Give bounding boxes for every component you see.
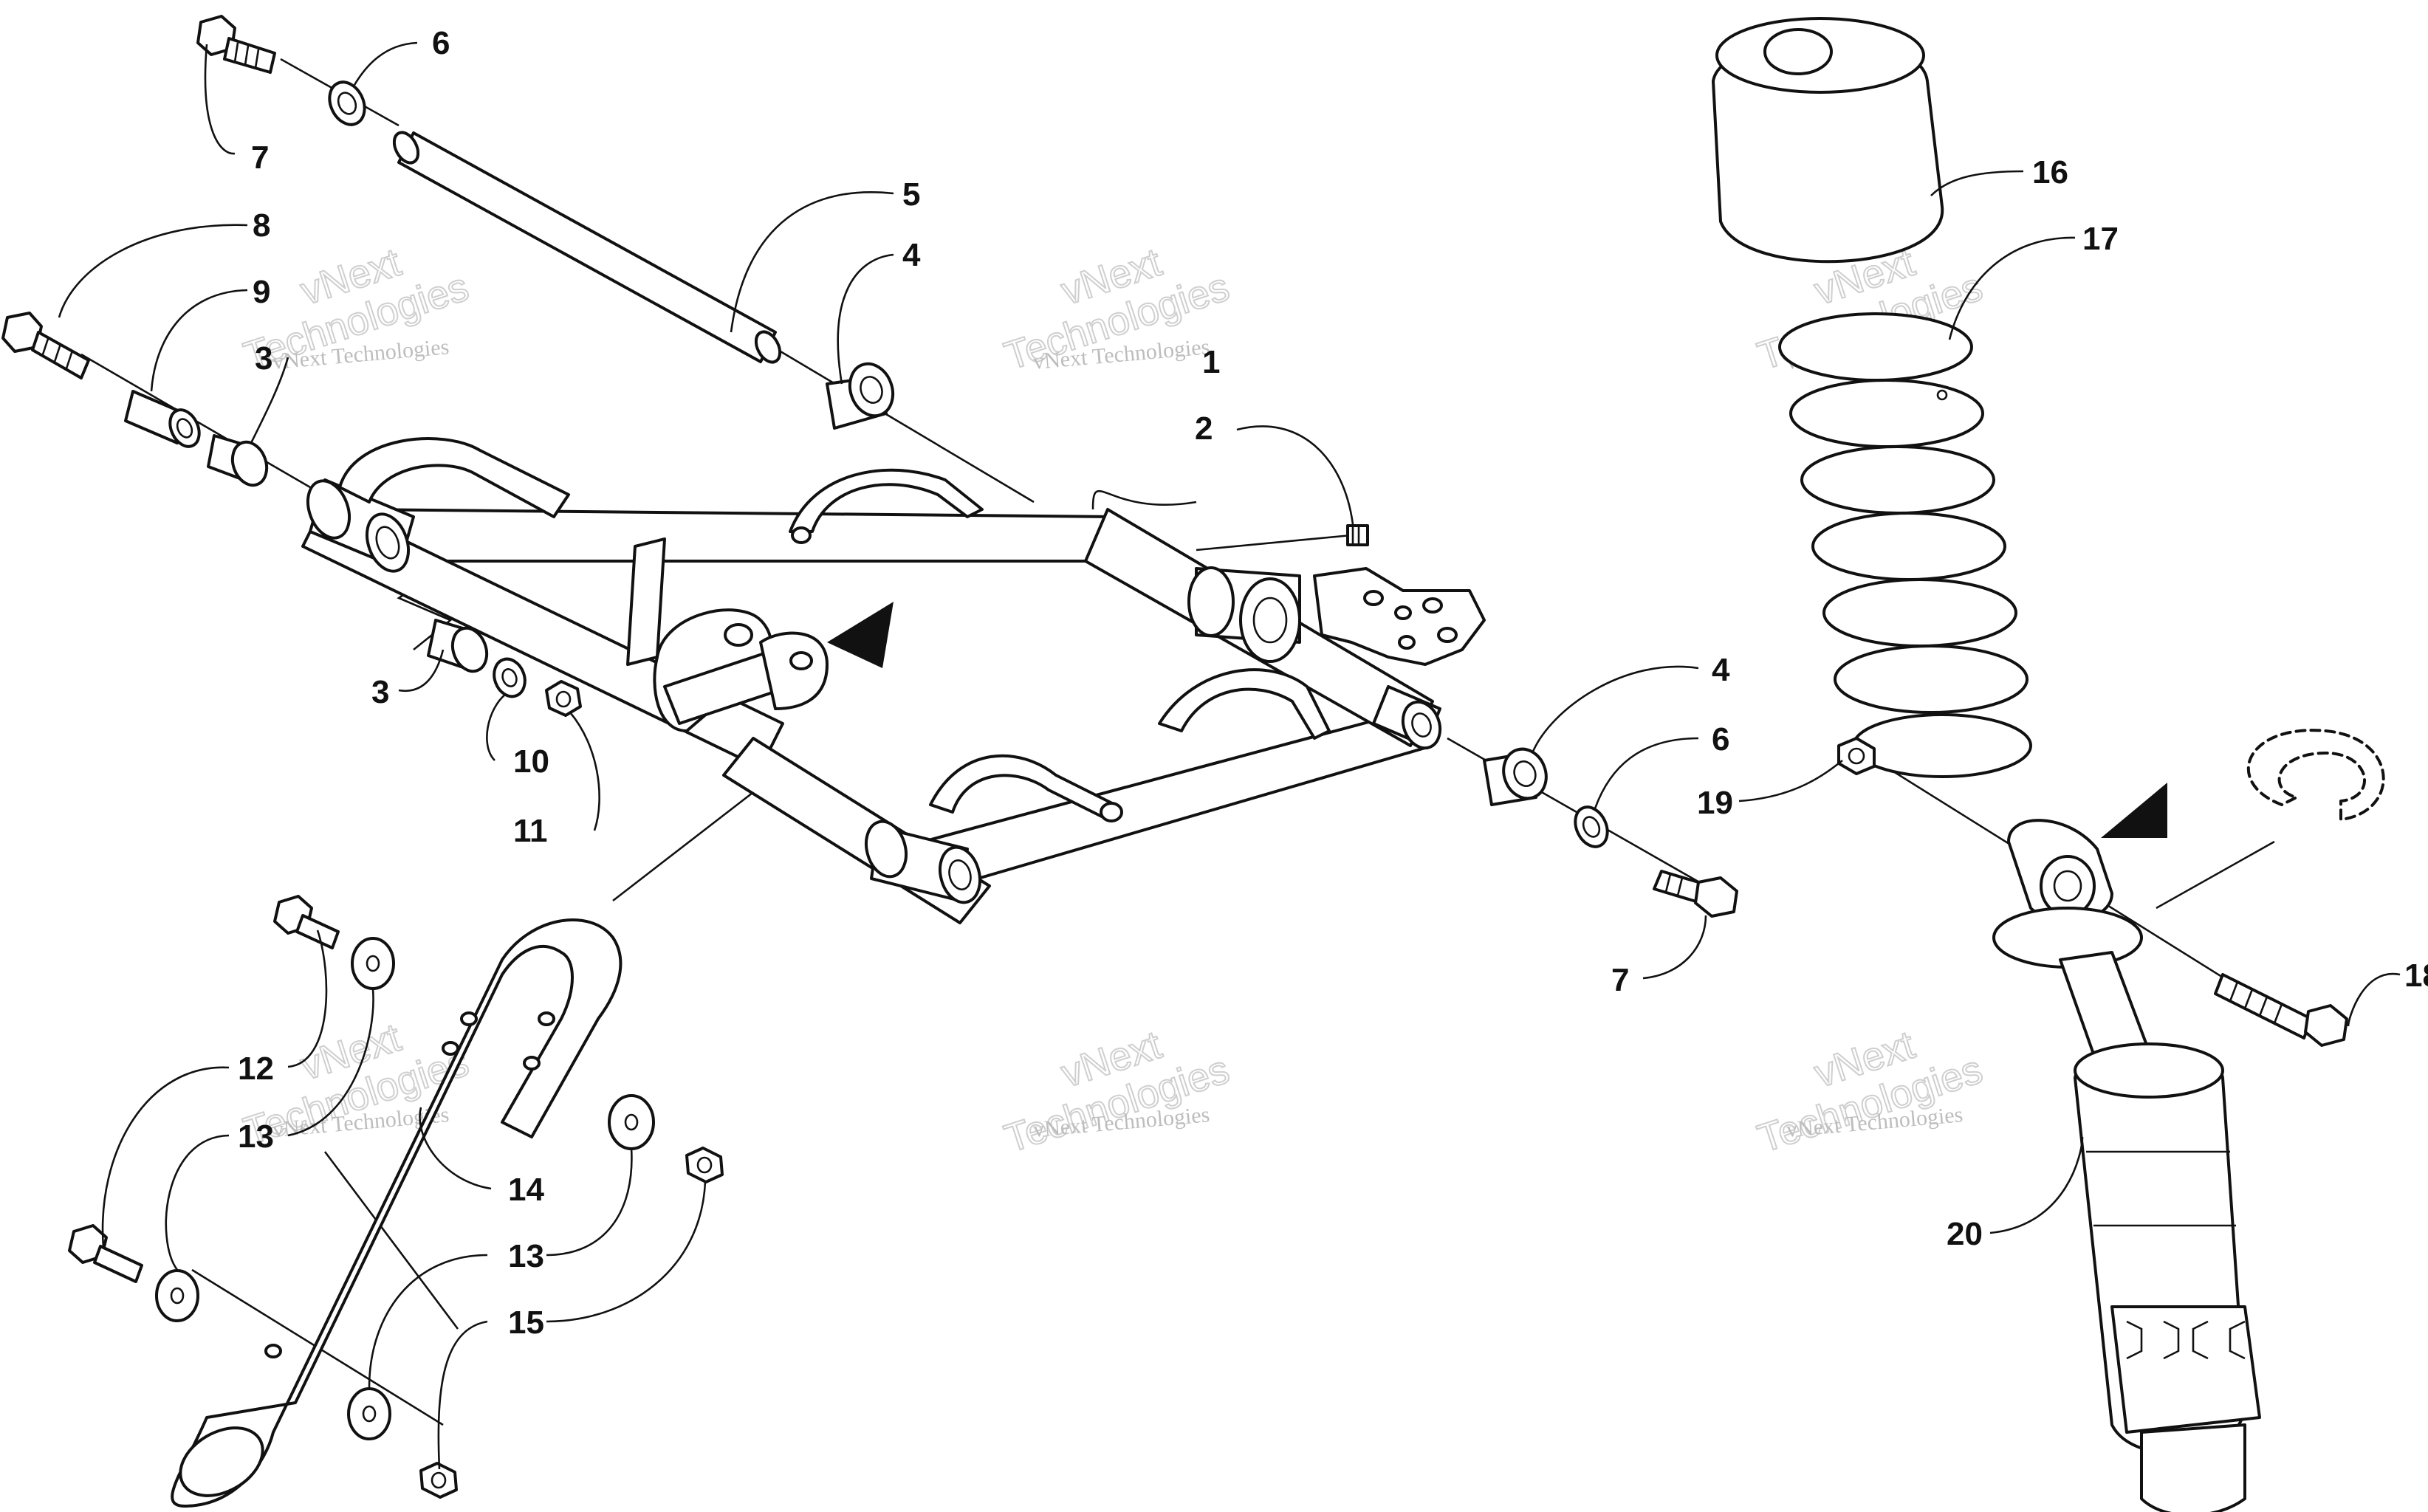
watermark-group: Technologies vNext vNext Technologies Te…	[238, 239, 1988, 1162]
callout-label: 6	[1712, 721, 1729, 757]
strap-14	[171, 918, 623, 1508]
leader-6-right	[1594, 737, 1699, 809]
shaft-5	[392, 131, 782, 364]
leader-18	[2347, 972, 2401, 1027]
bushing-4-top	[826, 362, 895, 430]
leader-14	[419, 1107, 492, 1190]
leader-10	[486, 693, 507, 761]
washer-13-upper	[351, 937, 395, 990]
nut-15-right	[685, 1147, 724, 1183]
bolt-8	[1, 312, 90, 379]
bolt-18	[2214, 973, 2348, 1047]
bolt-12-upper	[273, 895, 340, 949]
spring-17	[1778, 312, 2032, 778]
callout-label: 1	[1202, 344, 1220, 380]
washer-13-bottom	[347, 1387, 391, 1440]
orientation-arrow-right	[2101, 783, 2167, 838]
bolt-7-right	[1653, 870, 1738, 918]
leader-3-lower	[398, 649, 445, 693]
leader-12-upper	[287, 929, 328, 1068]
callout-label: 13	[238, 1118, 274, 1155]
bushing-3-lower	[427, 619, 489, 673]
callout-labels: 1 2 3 3 4 4 5 6 6 7 7 8 9 10 11 12 13 13…	[238, 25, 2428, 1341]
bolt-12-lower	[68, 1224, 143, 1283]
leader-11	[569, 712, 600, 831]
axis-line-strap	[612, 774, 776, 902]
leader-3-upper	[250, 357, 289, 444]
axis-line-strap-upper	[323, 1151, 459, 1330]
callout-label: 5	[902, 176, 920, 213]
callout-label: 16	[2032, 154, 2068, 190]
axis-line-part-2	[1196, 534, 1352, 551]
axis-line-clip	[2156, 840, 2275, 910]
callout-label: 4	[1712, 652, 1730, 688]
bushing-4-right	[1483, 747, 1548, 806]
leader-16	[1930, 170, 2024, 196]
leader-7-right	[1642, 915, 1707, 980]
leader-19	[1738, 759, 1843, 803]
leader-8	[58, 224, 248, 318]
leader-13-bottom	[368, 1254, 488, 1389]
spacer-9	[124, 390, 201, 448]
leader-13-upper	[287, 989, 374, 1137]
leader-9	[150, 289, 248, 392]
leader-6-top	[353, 41, 418, 86]
callout-label: 15	[508, 1305, 544, 1341]
bolt-7-top	[196, 15, 276, 74]
leader-1	[1091, 489, 1197, 510]
fitting-2	[1346, 524, 1369, 546]
leader-4-right	[1531, 665, 1699, 754]
leader-15-right	[546, 1181, 707, 1323]
callout-label: 7	[1611, 962, 1629, 998]
nut-11	[545, 680, 582, 717]
washer-6-right	[1574, 805, 1609, 848]
leader-5	[730, 190, 894, 333]
bushing-3-upper	[207, 434, 269, 487]
callout-label: 3	[371, 674, 389, 710]
nut-15-bottom	[419, 1462, 458, 1499]
callout-label: 2	[1195, 410, 1213, 447]
callout-label: 19	[1697, 785, 1733, 821]
washer-13-lower-left	[155, 1269, 199, 1322]
leader-13-lower	[165, 1134, 230, 1271]
axis-line-shaft	[760, 338, 1035, 504]
leader-4-top	[837, 253, 894, 385]
callout-label: 3	[255, 340, 272, 377]
leader-12-lower	[101, 1066, 230, 1248]
leader-17	[1948, 236, 2076, 340]
washer-6-top	[328, 80, 366, 126]
leader-13-right	[546, 1147, 633, 1257]
leader-15-bottom	[437, 1320, 488, 1470]
callout-label: 20	[1947, 1216, 1983, 1252]
callout-label: 11	[513, 813, 548, 849]
callout-label: 4	[902, 237, 921, 273]
bump-cover-16	[1712, 17, 1944, 264]
callout-label: 7	[251, 140, 269, 176]
washer-13-right	[608, 1094, 655, 1150]
callout-label: 9	[253, 274, 270, 310]
swing-arm-1	[301, 437, 1486, 924]
callout-label: 13	[508, 1238, 544, 1274]
leader-lines	[58, 41, 2401, 1470]
watermark: Technologies vNext	[1752, 1022, 1988, 1162]
callout-label: 18	[2404, 958, 2428, 994]
callout-label: 17	[2082, 221, 2119, 257]
callout-label: 10	[513, 743, 549, 780]
clip-ring	[2247, 729, 2385, 821]
shock-absorber-20	[1992, 819, 2261, 1512]
callout-label: 6	[432, 25, 450, 61]
callout-label: 14	[508, 1172, 544, 1208]
callout-label: 8	[253, 207, 270, 244]
leader-7-top	[204, 44, 236, 155]
washer-10	[493, 657, 527, 698]
leader-2	[1236, 425, 1354, 525]
callout-label: 12	[238, 1051, 274, 1087]
leader-20	[1989, 1136, 2084, 1234]
watermark: Technologies vNext	[998, 1022, 1235, 1162]
orientation-arrow-left	[827, 602, 894, 668]
